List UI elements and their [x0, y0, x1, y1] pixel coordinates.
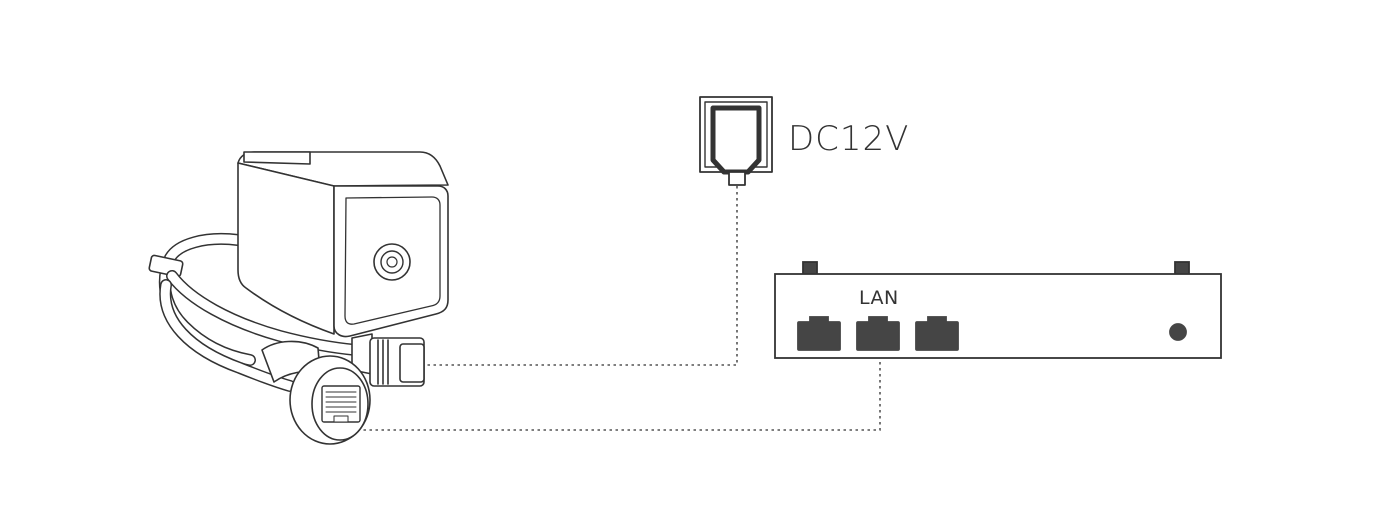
- camera-side-face: [237, 162, 335, 335]
- lan-port-1: [797, 316, 841, 351]
- camera-mount-tab: [243, 151, 311, 165]
- cable-ring: [148, 254, 184, 278]
- power-connection-line: [425, 186, 738, 366]
- power-label: DC12V: [788, 119, 909, 159]
- router-antenna-stub-left: [802, 261, 818, 276]
- lan-connection-line: [362, 362, 881, 431]
- camera-icon: [148, 151, 449, 445]
- lan-port-2: [856, 316, 900, 351]
- power-adapter-icon: [699, 96, 773, 186]
- adapter-plug-tip: [728, 171, 746, 186]
- adapter-plug-body: [710, 105, 762, 175]
- camera-lens-core: [386, 256, 398, 268]
- router-body: [774, 273, 1222, 359]
- router-icon: [774, 261, 1222, 359]
- dc-connector-tip: [399, 343, 425, 383]
- connection-lines: [362, 186, 881, 431]
- lan-label: LAN: [859, 287, 899, 309]
- router-antenna-stub-right: [1174, 261, 1190, 276]
- router-button: [1169, 323, 1187, 341]
- lan-port-3: [915, 316, 959, 351]
